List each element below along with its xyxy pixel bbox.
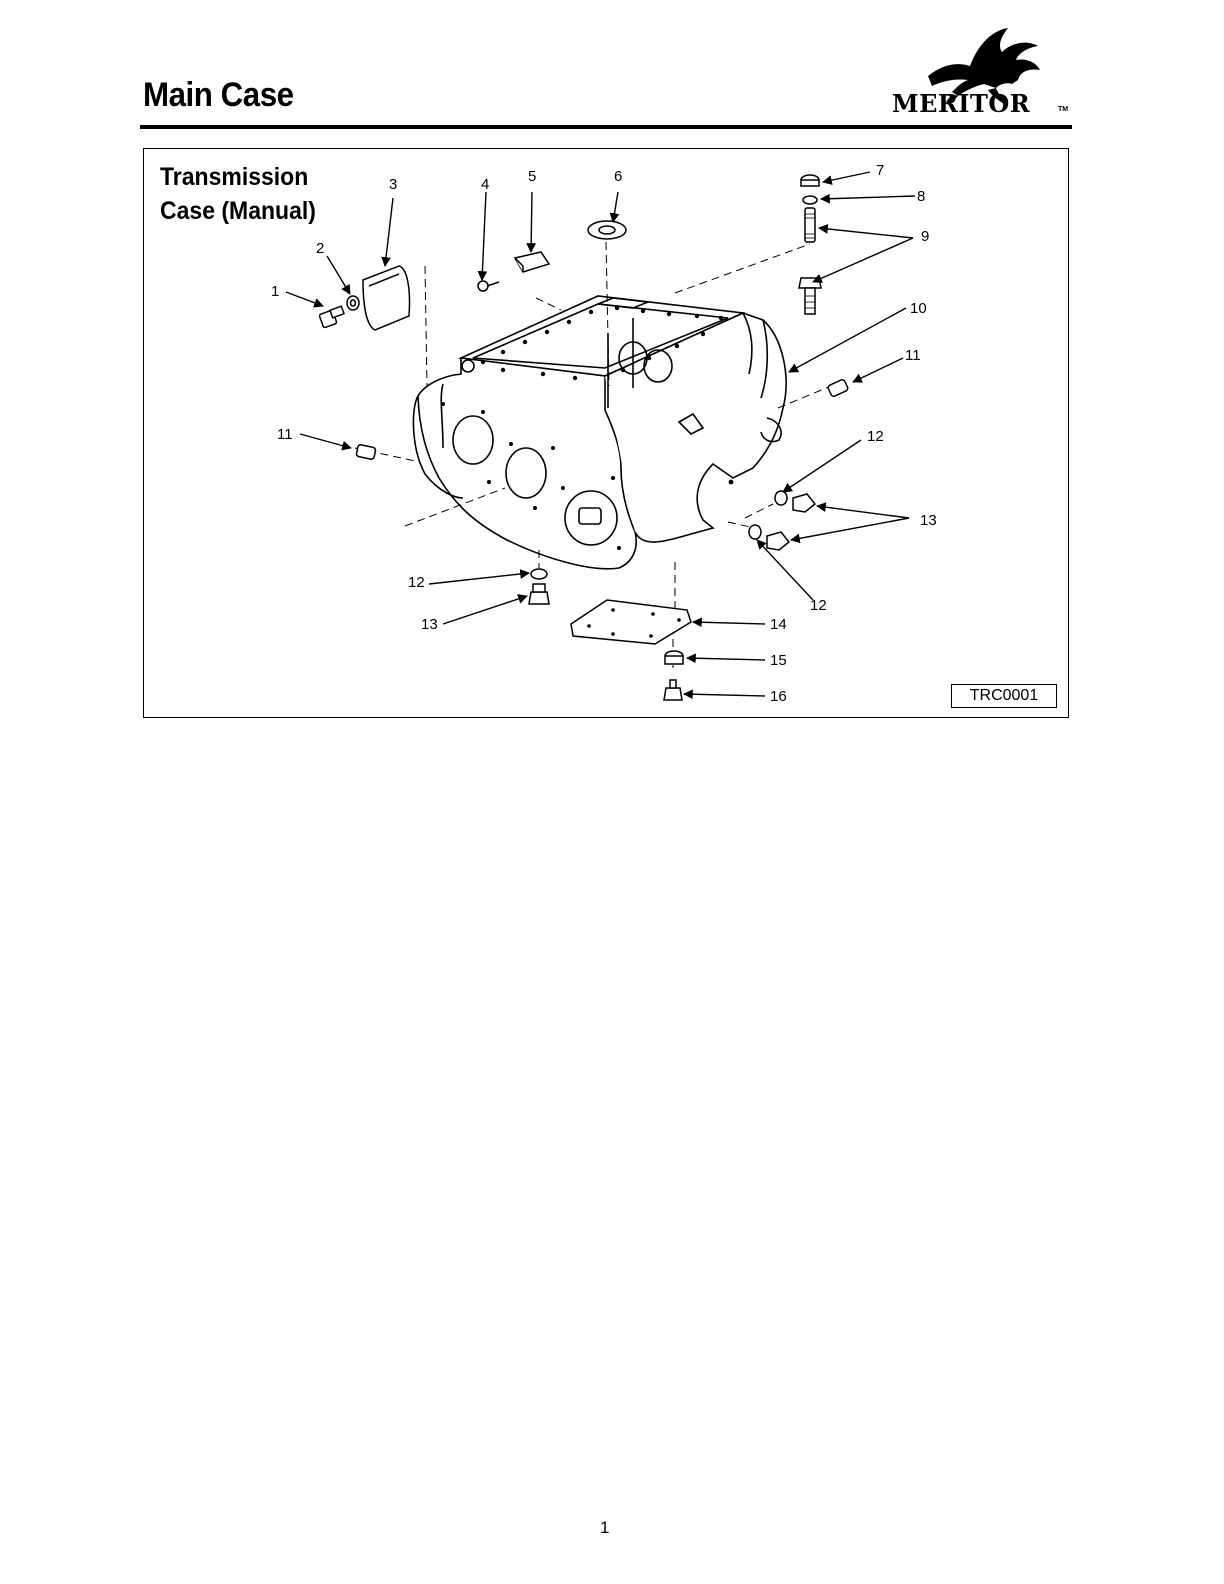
callout-3: 3 — [389, 176, 398, 193]
callout-5: 5 — [528, 168, 537, 185]
callout-12-lower-right: 12 — [810, 597, 827, 614]
brand-name: MERITOR — [892, 89, 1031, 118]
callout-13-left: 13 — [421, 616, 438, 633]
callout-11-right: 11 — [905, 347, 921, 364]
callout-11-left: 11 — [277, 426, 293, 443]
callout-4: 4 — [481, 176, 490, 193]
small-parts — [318, 174, 849, 701]
exploded-parts-diagram — [285, 171, 916, 701]
figure-title-line-2: Case (Manual) — [160, 197, 316, 225]
callout-13-right: 13 — [920, 512, 937, 529]
callout-7: 7 — [876, 162, 885, 179]
main-case-body — [412, 295, 787, 570]
trademark-mark: TM — [1058, 106, 1069, 113]
figure-title-line-1: Transmission — [160, 163, 309, 191]
callout-15: 15 — [770, 652, 787, 669]
meritor-bull-logo-icon — [928, 28, 1040, 104]
callout-16: 16 — [770, 688, 787, 705]
page-number: 1 — [600, 1518, 610, 1537]
figure-id-label: TRC0001 — [951, 684, 1057, 708]
page-title: Main Case — [143, 76, 294, 114]
figure-frame — [143, 148, 1069, 718]
callout-10: 10 — [910, 300, 927, 317]
callout-9: 9 — [921, 228, 930, 245]
callout-1: 1 — [271, 283, 280, 300]
callout-8: 8 — [917, 188, 926, 205]
callout-2: 2 — [316, 240, 325, 257]
callout-6: 6 — [614, 168, 623, 185]
header-rule — [140, 125, 1072, 129]
callout-14: 14 — [770, 616, 787, 633]
callout-12-right: 12 — [867, 428, 884, 445]
callout-12-left: 12 — [408, 574, 425, 591]
